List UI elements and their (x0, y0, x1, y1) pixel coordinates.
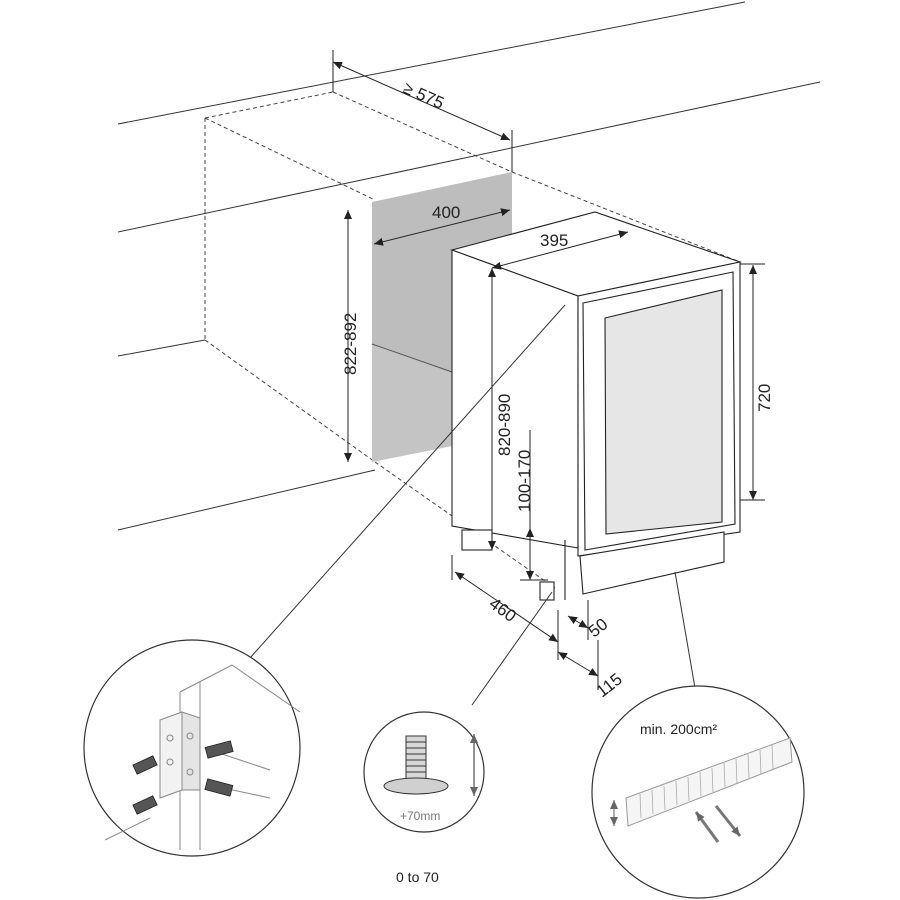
dim-niche-depth: ≥ 575 (400, 78, 446, 113)
foot-range-label: 0 to 70 (396, 869, 439, 885)
ventilation-label: min. 200cm² (640, 721, 717, 737)
dim-unit-height: 820-890 (495, 394, 514, 456)
dim-door-height: 720 (755, 384, 774, 412)
dim-niche-height: 822-892 (341, 313, 360, 375)
dim-unit-width: 395 (540, 231, 568, 250)
leader-lines (249, 304, 696, 706)
dimension-lines (332, 50, 765, 690)
dim-niche-width: 400 (432, 203, 460, 222)
foot-detail: +70mm (363, 711, 485, 833)
dim-unit-depth: 460 (486, 594, 520, 626)
ventilation-detail: min. 200cm² (591, 685, 805, 899)
foot-adjust-label: +70mm (400, 809, 440, 823)
dim-plinth-height: 100-170 (515, 450, 534, 512)
dim-door-offset: 50 (585, 615, 612, 642)
bracket-detail (83, 639, 301, 857)
